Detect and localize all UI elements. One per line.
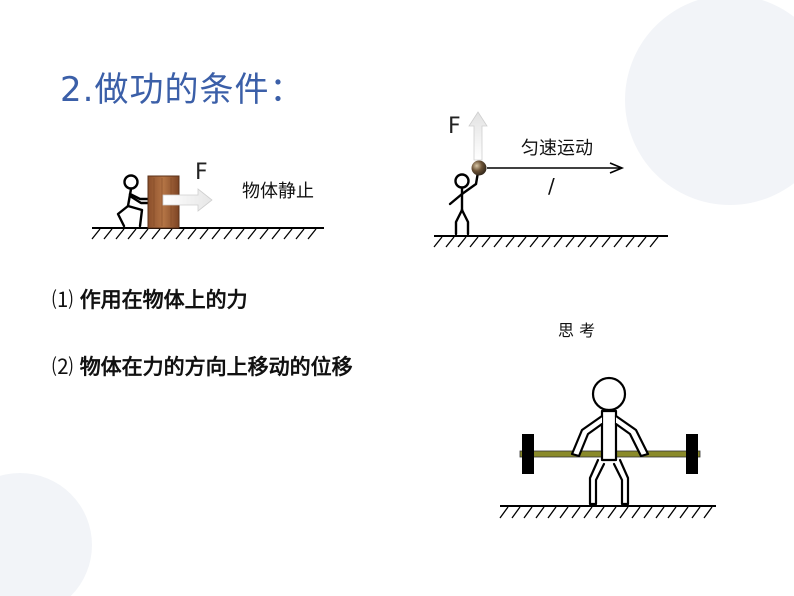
scene2-motion-label: 匀速运动 — [521, 138, 593, 159]
held-ball — [471, 160, 487, 176]
holding-person — [448, 170, 480, 236]
condition-item-1: ⑴ 作用在物体上的力 — [52, 284, 248, 314]
weightlifter — [570, 376, 650, 506]
scene1-ground-hatch — [91, 228, 317, 240]
scene3-drawing — [499, 376, 716, 519]
condition-item-2: ⑵ 物体在力的方向上移动的位移 — [52, 351, 353, 381]
think-label: 思 考 — [558, 321, 596, 340]
scene2-force-label: F — [448, 114, 461, 139]
bg-circle-top-right — [625, 0, 794, 205]
scene2-drawing — [433, 111, 668, 248]
force-arrow-right — [162, 188, 213, 212]
scene2-slash-mark: / — [548, 174, 555, 198]
scene1-state-label: 物体静止 — [242, 181, 314, 202]
barbell-plate-right — [686, 434, 698, 474]
pushing-person — [116, 174, 150, 228]
slide-title: 2.做功的条件： — [60, 70, 305, 110]
condition-number: ⑵ — [52, 355, 73, 379]
condition-number: ⑴ — [52, 288, 73, 312]
scene1-force-label: F — [195, 160, 208, 185]
condition-text: 作用在物体上的力 — [79, 288, 248, 312]
scene3-ground-hatch — [499, 506, 713, 519]
condition-text: 物体在力的方向上移动的位移 — [79, 355, 353, 379]
scene1-drawing — [91, 174, 324, 240]
scene2-ground-hatch — [433, 236, 659, 248]
barbell-plate-left — [522, 434, 534, 474]
force-arrow-up — [468, 111, 488, 161]
bg-circle-bottom-left — [0, 473, 92, 596]
